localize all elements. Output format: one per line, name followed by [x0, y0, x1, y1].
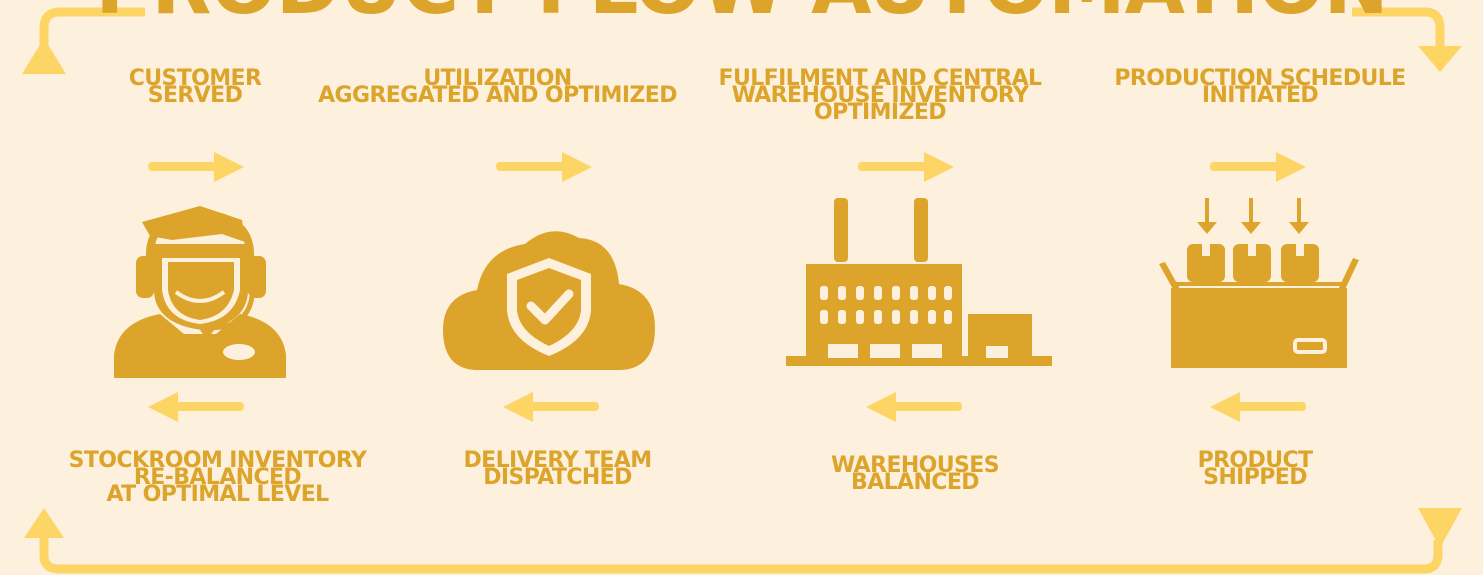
loop-bottom-line — [39, 535, 1443, 574]
top-label-fulfilment: FULFILMENT AND CENTRAL WAREHOUSE INVENTO… — [718, 66, 1042, 125]
right-arrow-4 — [1210, 152, 1306, 182]
factory-icon — [786, 198, 1052, 366]
right-arrow-2 — [496, 152, 592, 182]
bottom-label-delivery-team: DELIVERY TEAM DISPATCHED — [463, 448, 652, 490]
loop-up-arrow-top-left — [22, 38, 66, 74]
right-arrow-1 — [148, 152, 244, 182]
top-label-customer-served: CUSTOMER SERVED — [128, 66, 262, 108]
loop-top-left-line — [39, 7, 145, 46]
headset-agent-icon — [114, 206, 286, 378]
loop-top-right-line — [1352, 7, 1445, 48]
top-label-utilization: UTILIZATION AGGREGATED AND OPTIMIZED — [318, 66, 677, 108]
bottom-label-stockroom: STOCKROOM INVENTORY RE-BALANCED AT OPTIM… — [68, 448, 367, 507]
bottom-label-product-shipped: PRODUCT SHIPPED — [1197, 448, 1313, 490]
loop-up-arrow-bottom-left — [24, 508, 64, 538]
loop-down-arrow-bottom-right — [1418, 508, 1462, 548]
page-title: PRODUCT FLOW AUTOMATION — [0, 0, 1483, 26]
loop-down-arrow-top-right — [1418, 46, 1462, 72]
box-packing-icon — [1159, 198, 1359, 368]
right-arrow-3 — [858, 152, 954, 182]
left-arrow-3 — [866, 392, 962, 422]
bottom-label-warehouses: WAREHOUSES BALANCED — [831, 453, 1000, 495]
cloud-shield-icon — [443, 231, 655, 370]
left-arrow-2 — [503, 392, 599, 422]
left-arrow-1 — [148, 392, 244, 422]
left-arrow-4 — [1210, 392, 1306, 422]
top-label-production-schedule: PRODUCTION SCHEDULE INITIATED — [1114, 66, 1406, 108]
